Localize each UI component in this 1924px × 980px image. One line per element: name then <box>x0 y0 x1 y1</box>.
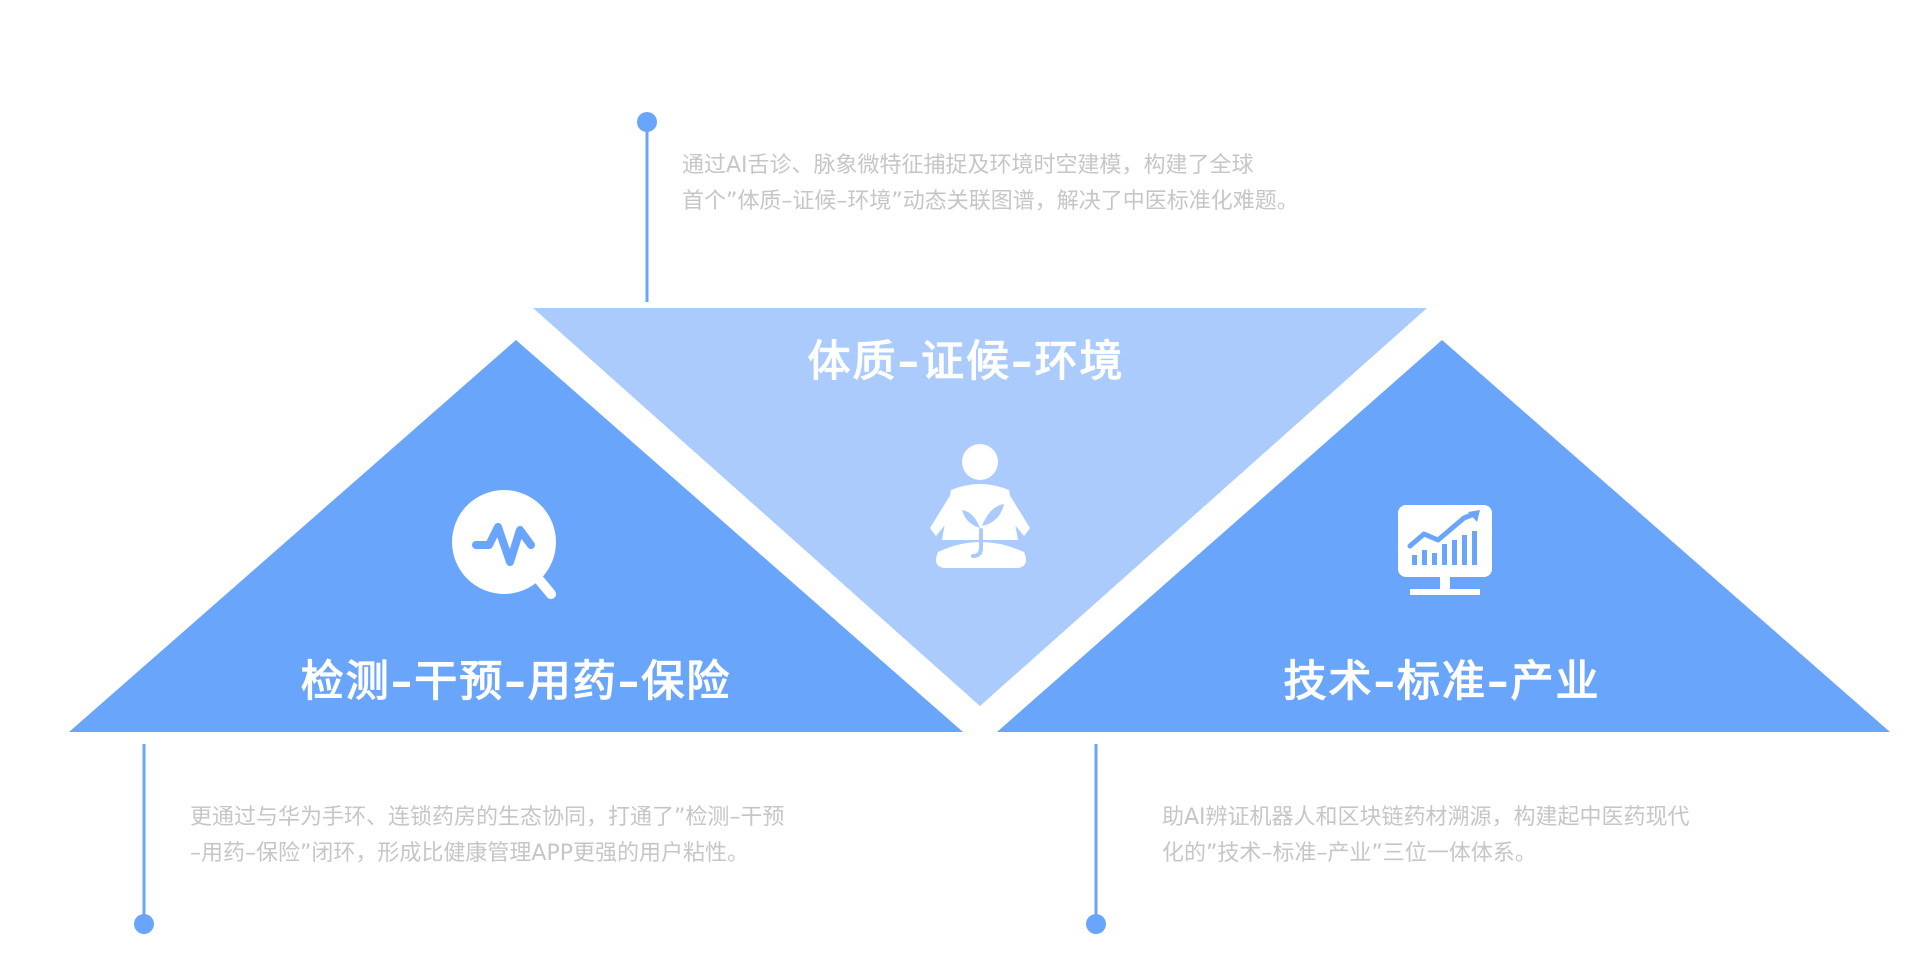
left-title: 检测–干预–用药–保险 <box>301 657 732 707</box>
right-description-line: 化的”技术–标准–产业”三位一体体系。 <box>1162 841 1537 866</box>
left-connector <box>134 744 154 934</box>
center-connector <box>637 112 657 302</box>
left-description: 更通过与华为手环、连锁药房的生态协同，打通了”检测–干预 –用药–保险”闭环，形… <box>190 800 784 872</box>
right-connector <box>1086 744 1106 934</box>
left-description-line: 更通过与华为手环、连锁药房的生态协同，打通了”检测–干预 <box>190 805 785 830</box>
center-description: 通过AI舌诊、脉象微特征捕捉及环境时空建模，构建了全球 首个”体质–证候–环境”… <box>682 148 1299 220</box>
meditation-person-icon <box>930 444 1030 568</box>
pulse-search-icon <box>452 490 556 599</box>
left-description-line: –用药–保险”闭环，形成比健康管理APP更强的用户粘性。 <box>190 841 749 866</box>
right-description: 助AI辨证机器人和区块链药材溯源，构建起中医药现代 化的”技术–标准–产业”三位… <box>1162 800 1690 872</box>
center-title: 体质–证候–环境 <box>808 337 1125 387</box>
center-description-line: 首个”体质–证候–环境”动态关联图谱，解决了中医标准化难题。 <box>682 189 1299 214</box>
center-description-line: 通过AI舌诊、脉象微特征捕捉及环境时空建模，构建了全球 <box>682 153 1254 178</box>
right-description-line: 助AI辨证机器人和区块链药材溯源，构建起中医药现代 <box>1162 805 1690 830</box>
right-title: 技术–标准–产业 <box>1284 657 1601 707</box>
growth-chart-monitor-icon <box>1398 505 1492 595</box>
